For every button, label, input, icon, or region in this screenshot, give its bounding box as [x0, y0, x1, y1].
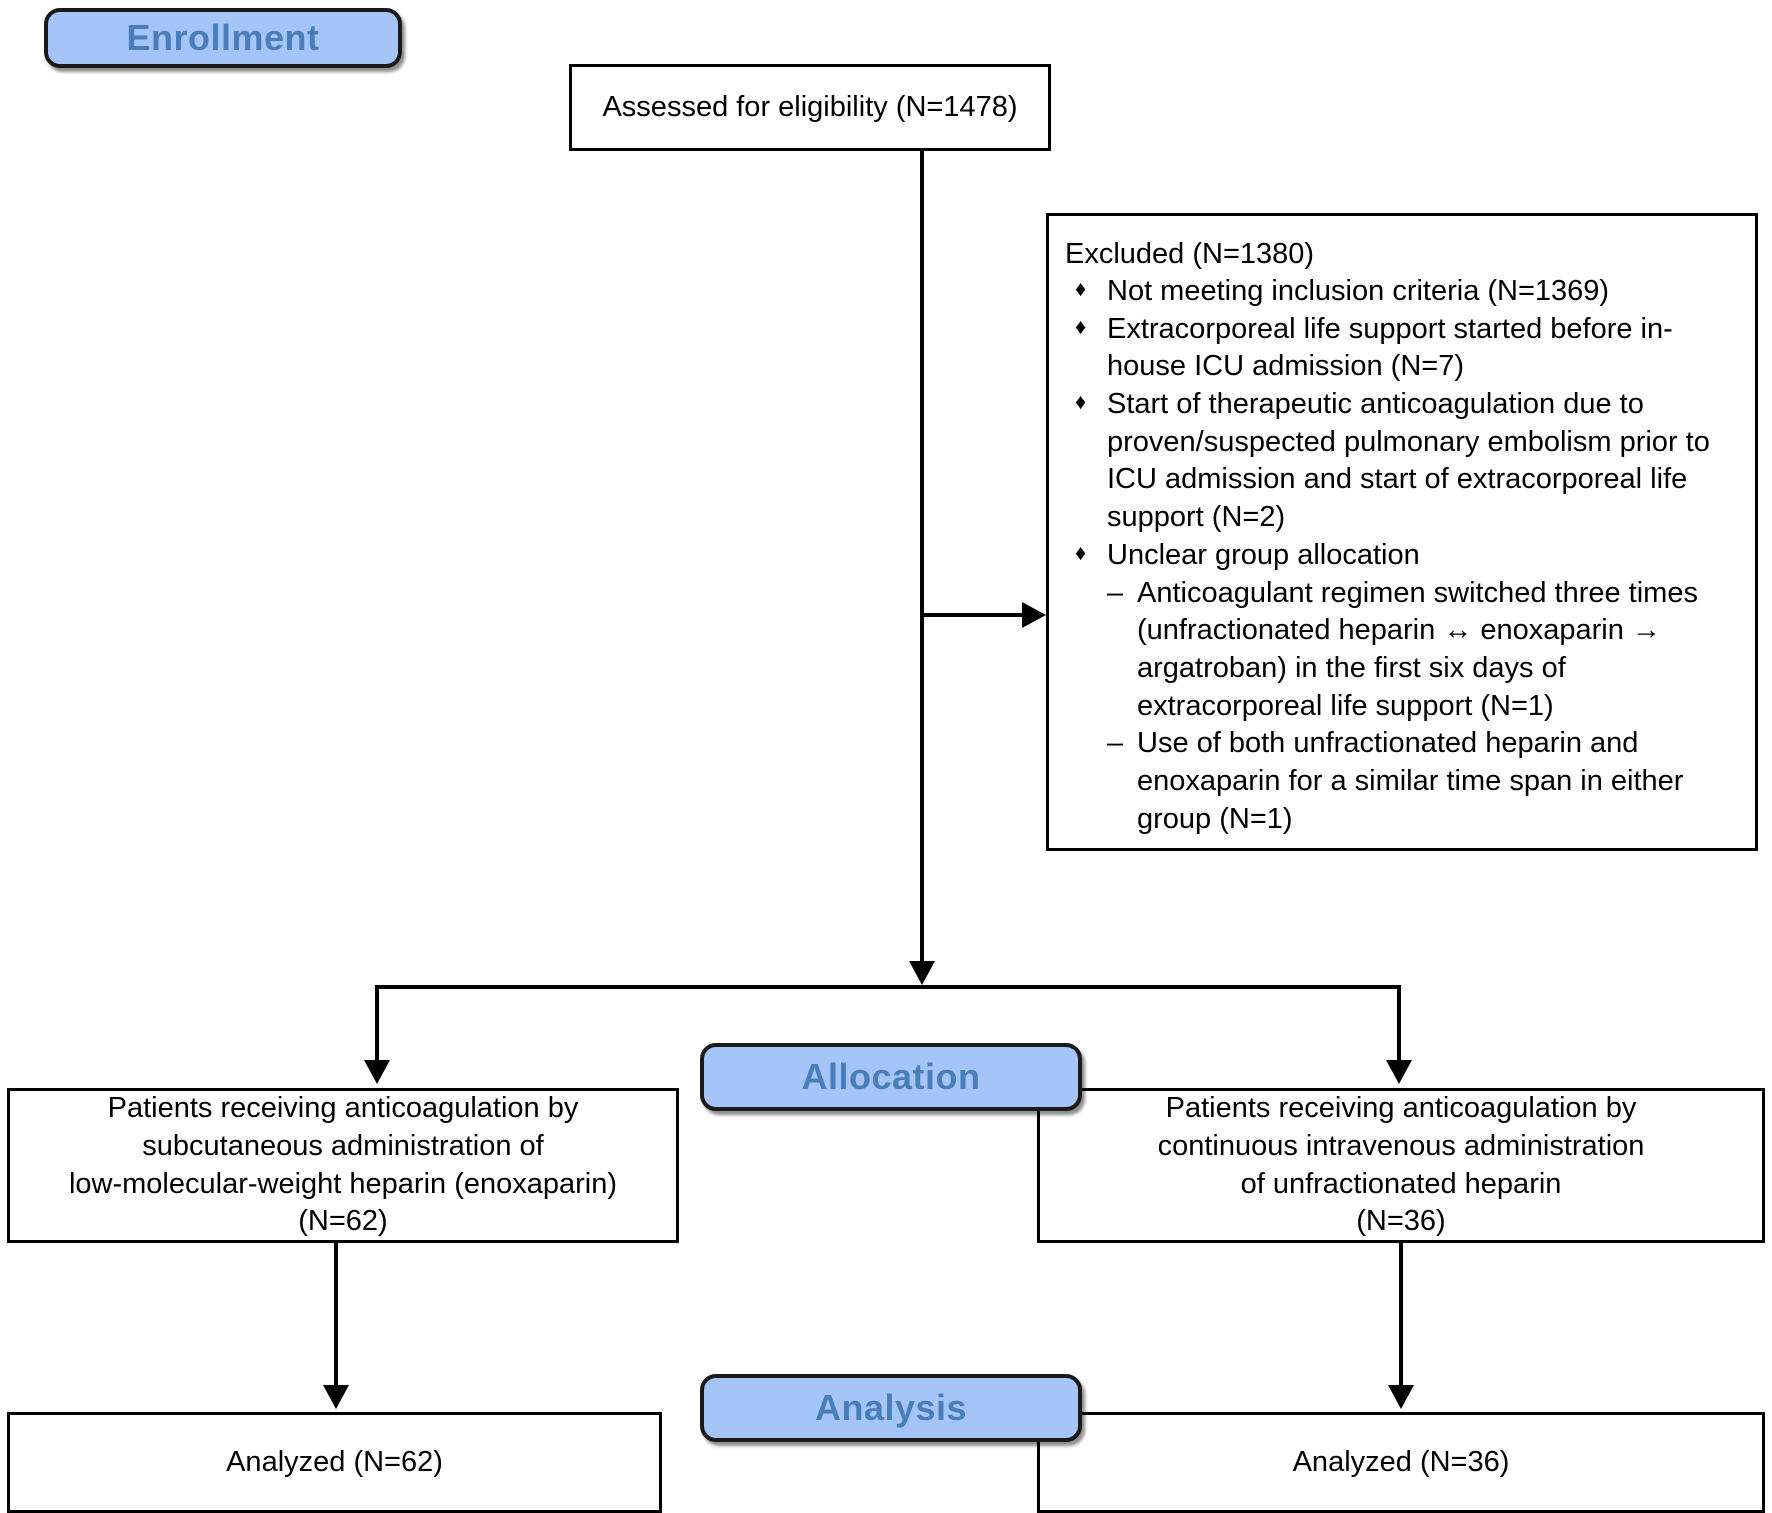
- eligibility-box: Assessed for eligibility (N=1478): [569, 64, 1051, 151]
- arrow-eligibility-to-allocation: [909, 961, 935, 985]
- excluded-list-item: ♦ Start of therapeutic anticoagulation d…: [1065, 386, 1743, 537]
- analysis-box-right: Analyzed (N=36): [1037, 1412, 1765, 1513]
- analysis-right-text: Analyzed (N=36): [1292, 1445, 1510, 1478]
- dash-bullet-icon: –: [1107, 727, 1124, 760]
- arrow-left-analysis: [323, 1385, 349, 1409]
- arrow-right-analysis: [1388, 1385, 1414, 1409]
- allocation-box-unfractionated-heparin: Patients receiving anticoagulation by co…: [1037, 1088, 1765, 1243]
- connector-eligibility-trunk: [920, 151, 924, 965]
- arrow-allocation-left: [364, 1060, 390, 1084]
- excluded-title: Excluded (N=1380): [1065, 238, 1315, 270]
- connector-allocation-split-bar: [375, 985, 1401, 989]
- excluded-subitem-text: Use of both unfractionated heparin and e…: [1137, 727, 1684, 835]
- allocation-left-text: Patients receiving anticoagulation by su…: [68, 1092, 618, 1238]
- stage-banner-allocation-label: Allocation: [801, 1056, 981, 1097]
- stage-banner-analysis-label: Analysis: [814, 1387, 968, 1428]
- allocation-box-enoxaparin: Patients receiving anticoagulation by su…: [7, 1088, 679, 1243]
- connector-allocation-right-drop: [1397, 985, 1401, 1063]
- excluded-subitem-text: Anticoagulant regimen switched three tim…: [1137, 576, 1698, 722]
- stage-banner-allocation: Allocation: [700, 1043, 1082, 1111]
- diamond-bullet-icon: ♦: [1075, 313, 1087, 339]
- excluded-item-text: Not meeting inclusion criteria (N=1369): [1107, 275, 1610, 307]
- diamond-bullet-icon: ♦: [1075, 276, 1087, 301]
- excluded-box: Excluded (N=1380) ♦ Not meeting inclusio…: [1046, 213, 1758, 851]
- analysis-left-text: Analyzed (N=62): [226, 1445, 443, 1478]
- arrow-allocation-right: [1386, 1060, 1412, 1084]
- connector-left-allocation-to-analysis: [334, 1243, 338, 1387]
- diamond-bullet-icon: ♦: [1075, 539, 1087, 565]
- connector-right-allocation-to-analysis: [1399, 1243, 1403, 1387]
- allocation-right-text: Patients receiving anticoagulation by co…: [1157, 1092, 1645, 1238]
- excluded-list: ♦ Not meeting inclusion criteria (N=1369…: [1065, 273, 1743, 838]
- connector-trunk-to-excluded: [920, 613, 1024, 617]
- excluded-list-item: ♦ Unclear group allocation – Anticoagula…: [1065, 537, 1743, 839]
- excluded-item-text: Extracorporeal life support started befo…: [1107, 312, 1673, 383]
- eligibility-text: Assessed for eligibility (N=1478): [602, 90, 1018, 123]
- stage-banner-enrollment-label: Enrollment: [126, 17, 320, 58]
- diamond-bullet-icon: ♦: [1075, 389, 1087, 415]
- connector-allocation-left-drop: [375, 985, 379, 1063]
- excluded-sublist-item: – Use of both unfractionated heparin and…: [1107, 725, 1743, 838]
- excluded-list-item: ♦ Not meeting inclusion criteria (N=1369…: [1065, 273, 1743, 311]
- arrow-trunk-to-excluded: [1022, 602, 1046, 628]
- stage-banner-analysis: Analysis: [700, 1374, 1082, 1442]
- stage-banner-enrollment: Enrollment: [44, 8, 402, 68]
- excluded-item-text: Start of therapeutic anticoagulation due…: [1107, 388, 1710, 534]
- dash-bullet-icon: –: [1107, 576, 1124, 609]
- analysis-box-left: Analyzed (N=62): [7, 1412, 662, 1513]
- excluded-sublist: – Anticoagulant regimen switched three t…: [1107, 575, 1743, 839]
- excluded-item-text: Unclear group allocation: [1107, 538, 1420, 571]
- excluded-list-item: ♦ Extracorporeal life support started be…: [1065, 311, 1743, 386]
- excluded-sublist-item: – Anticoagulant regimen switched three t…: [1107, 575, 1743, 726]
